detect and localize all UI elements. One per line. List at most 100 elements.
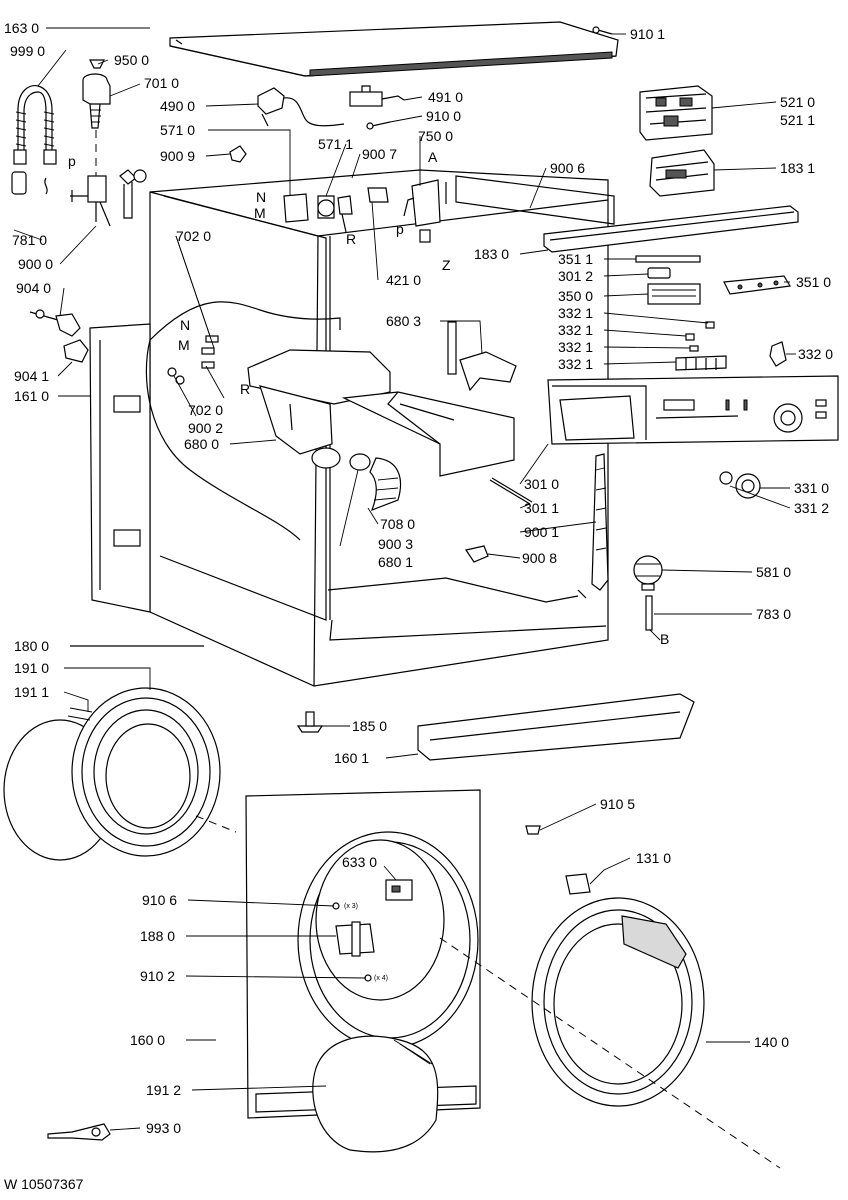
callout-label: 701 0 [144,75,179,91]
callout-label: 571 1 [318,136,353,152]
connector-letter: p [396,221,404,237]
callout-label: 301 1 [524,500,559,516]
callout-label: 301 0 [524,476,559,492]
leader-lines [13,27,796,1131]
callout-label: 131 0 [636,850,671,866]
callout-label: 332 1 [558,305,593,321]
connector-letter: M [178,337,190,353]
callout-label: 521 1 [780,112,815,128]
connector-letter: M [254,205,266,221]
document-code: W 10507367 [4,1176,84,1192]
callout-label: 180 0 [14,638,49,654]
part-clip-900-9 [229,145,247,163]
part-side-harness [577,453,609,599]
callout-label: 750 0 [418,128,453,144]
part-harness-wire [489,477,533,505]
part-top-lid [169,21,619,77]
small-notes: (x 3) (x 4) [344,903,388,982]
part-door-seal [531,897,705,1107]
center-lines [195,815,781,1169]
callout-label: 301 2 [558,268,593,284]
callout-label: 188 0 [140,928,175,944]
callout-label: 910 1 [630,26,665,42]
callout-label: 708 0 [380,516,415,532]
callout-label: 581 0 [756,564,791,580]
callout-label: 351 0 [796,274,831,290]
part-knob-base-332-0 [769,341,787,367]
part-rod-783 [645,595,653,631]
callout-label: 900 1 [524,524,559,540]
callout-label: 910 6 [142,892,177,908]
callout-label: 900 0 [18,256,53,272]
part-drawer-housing [247,349,391,469]
part-ring-904-1 [63,339,89,363]
callout-label: 332 0 [798,346,833,362]
part-door-lock [385,879,413,901]
callout-labels: 163 0 910 1 999 0 950 0 701 0 490 0 491 … [4,20,833,1136]
callout-label: 783 0 [756,606,791,622]
part-tool-993 [47,1123,111,1141]
callout-label: 421 0 [386,272,421,288]
part-pin-904 [29,309,81,337]
callout-label: 191 0 [14,660,49,676]
connector-letter: N [256,189,266,205]
part-plinth [417,693,695,761]
part-cabinet [149,169,615,687]
callout-label: 702 0 [176,228,211,244]
callout-label: 900 2 [188,420,223,436]
part-knob-331 [719,471,761,499]
callout-label: 900 6 [550,160,585,176]
callout-label: 702 0 [188,402,223,418]
callout-label: 191 1 [14,684,49,700]
callout-label: 351 1 [558,251,593,267]
callout-label: 332 1 [558,339,593,355]
part-clip-900-8 [465,545,489,563]
callout-label: 910 2 [140,968,175,984]
part-foot-185 [296,711,324,733]
part-door [3,687,221,861]
callout-label: 680 0 [184,436,219,452]
part-door-glass [312,1035,439,1153]
part-bellow-hose [349,453,402,512]
connector-letter: N [180,317,190,333]
callout-label: 163 0 [4,20,39,36]
callout-label: 781 0 [12,232,47,248]
part-drawer-insert [447,321,517,392]
connector-letter: R [346,231,356,247]
callout-label: 140 0 [754,1034,789,1050]
callout-label: 904 0 [16,280,51,296]
callout-label: 993 0 [146,1120,181,1136]
callout-label: 950 0 [114,52,149,68]
part-lock-bracket [565,873,591,895]
callout-label: 185 0 [352,718,387,734]
part-cap-950 [89,59,105,69]
part-screw-910-0 [366,121,391,130]
callout-label: 331 0 [794,480,829,496]
part-filter-491 [349,85,405,107]
callout-label: 521 0 [780,94,815,110]
part-led-board-351-1 [635,255,701,263]
part-control-panel [547,375,839,445]
part-control-rail [543,205,799,253]
callout-label: 191 2 [146,1082,181,1098]
part-body-outline [145,301,341,541]
callout-label: 900 8 [522,550,557,566]
part-board-350-0 [647,283,701,305]
connector-letter: A [428,149,438,165]
part-selector-581 [633,555,663,591]
callout-label: 900 7 [362,146,397,162]
callout-label: 332 1 [558,356,593,372]
part-display-module [649,149,715,197]
callout-label: 332 1 [558,322,593,338]
part-connectors-702 [201,335,219,369]
connector-letters: A N M R p p Z N M R B [68,149,669,647]
callout-label: 633 0 [342,854,377,870]
part-pump-group [283,179,441,243]
part-keypad-351-0 [723,275,791,295]
callout-label: 900 9 [160,148,195,164]
part-screw-910-1 [592,26,613,35]
note-x4: (x 4) [374,975,388,982]
part-dispenser-drawer [341,391,515,477]
callout-label: 900 3 [378,536,413,552]
